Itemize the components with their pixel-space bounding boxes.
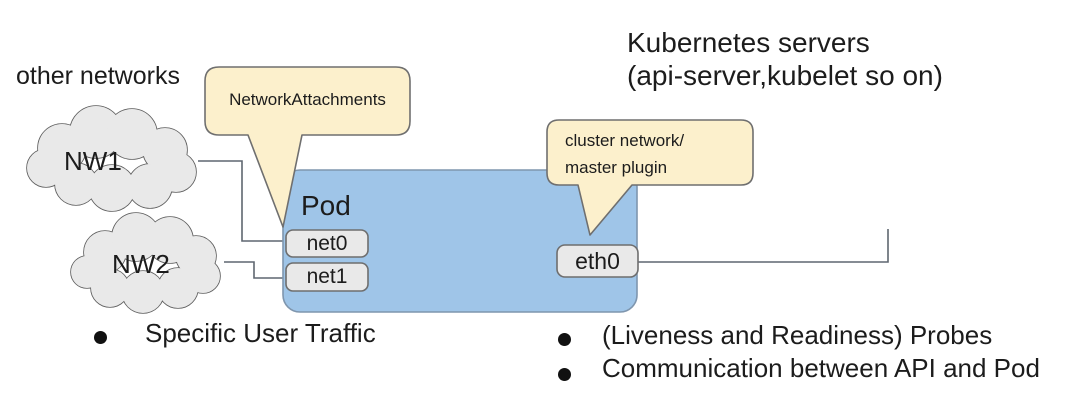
kubernetes-servers-label: Kubernetes servers (api-server,kubelet s… (627, 26, 943, 92)
nw1-label: NW1 (64, 146, 122, 176)
pod-label: Pod (301, 190, 351, 221)
connector-nw1-to-net0 (198, 160, 287, 242)
net0-label: net0 (306, 231, 348, 255)
bullet-dot-icon (558, 368, 571, 381)
eth0-box-shape (556, 244, 639, 278)
pod-box-shape (282, 169, 638, 313)
kubernetes-servers-line2: (api-server,kubelet so on) (627, 60, 943, 91)
bullet-item-specific-user-traffic: Specific User Traffic (145, 318, 376, 348)
callout-cluster-network-line1: cluster network/ (565, 131, 685, 150)
other-networks-label: other networks (16, 62, 180, 90)
callout-network-attachments-label: NetworkAttachments (229, 90, 386, 109)
net1-label: net1 (306, 265, 348, 288)
bullet-item-api-pod-communication: Communication between API and Pod (602, 353, 1040, 383)
net1-box-shape (285, 262, 369, 292)
net0-box-shape (285, 229, 369, 258)
callout-cluster-network-label: cluster network/ master plugin (565, 127, 684, 181)
bullet-item-probes: (Liveness and Readiness) Probes (602, 320, 993, 350)
kubernetes-servers-line1: Kubernetes servers (627, 27, 870, 58)
bullet-dot-icon (94, 331, 107, 344)
eth0-label: eth0 (575, 247, 620, 274)
callout-network-attachments-shape (204, 66, 411, 228)
bullet-dot-icon (558, 333, 571, 346)
nw2-label: NW2 (112, 249, 170, 279)
callout-cluster-network-line2: master plugin (565, 158, 668, 177)
connector-nw2-to-net1 (224, 261, 287, 279)
connector-eth0-to-kubernetes (637, 229, 889, 263)
callout-cluster-network-shape (546, 119, 754, 236)
